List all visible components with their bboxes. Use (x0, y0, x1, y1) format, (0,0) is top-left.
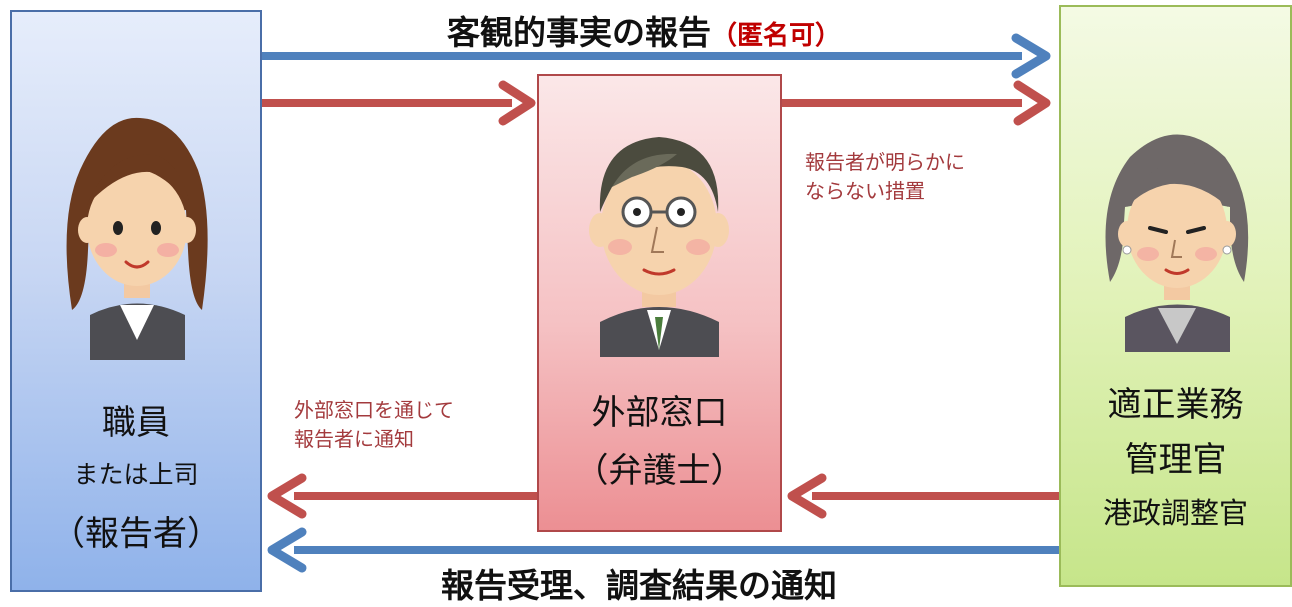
top-label: 客観的事実の報告（匿名可） (447, 6, 841, 54)
top-label-main: 客観的事実の報告 (447, 13, 711, 52)
arrow-external-to-officer (782, 80, 1051, 126)
woman-employee-icon (66, 117, 208, 360)
external-contact-name: 外部窓口 (591, 393, 728, 433)
officer-line3: 港政調整官 (1102, 496, 1248, 530)
bottom-label: 報告受理、調査結果の通知 (441, 566, 837, 605)
reporter-sub: または上司 (73, 460, 199, 489)
arrow-external-to-reporter (267, 473, 537, 519)
arrow-officer-to-reporter (267, 527, 1059, 573)
reporter-box (10, 10, 262, 592)
note-notify-via-external: 外部窓口を通じて 報告者に通知 (294, 398, 454, 451)
external-contact-role: （弁護士） (574, 451, 745, 491)
reporter-role: （報告者） (51, 514, 221, 554)
reporter-name: 職員 (102, 403, 170, 443)
officer-line1: 適正業務 (1107, 385, 1244, 425)
top-label-accent: （匿名可） (711, 21, 842, 51)
note-anonymity-measure: 報告者が明らかに ならない措置 (805, 150, 965, 203)
arrow-report-to-officer (262, 33, 1051, 79)
arrow-report-to-external (262, 80, 536, 126)
male-lawyer-icon (589, 137, 729, 357)
woman-officer-icon (1105, 134, 1249, 352)
officer-line2: 管理官 (1124, 440, 1227, 480)
arrow-officer-to-external (787, 473, 1059, 519)
